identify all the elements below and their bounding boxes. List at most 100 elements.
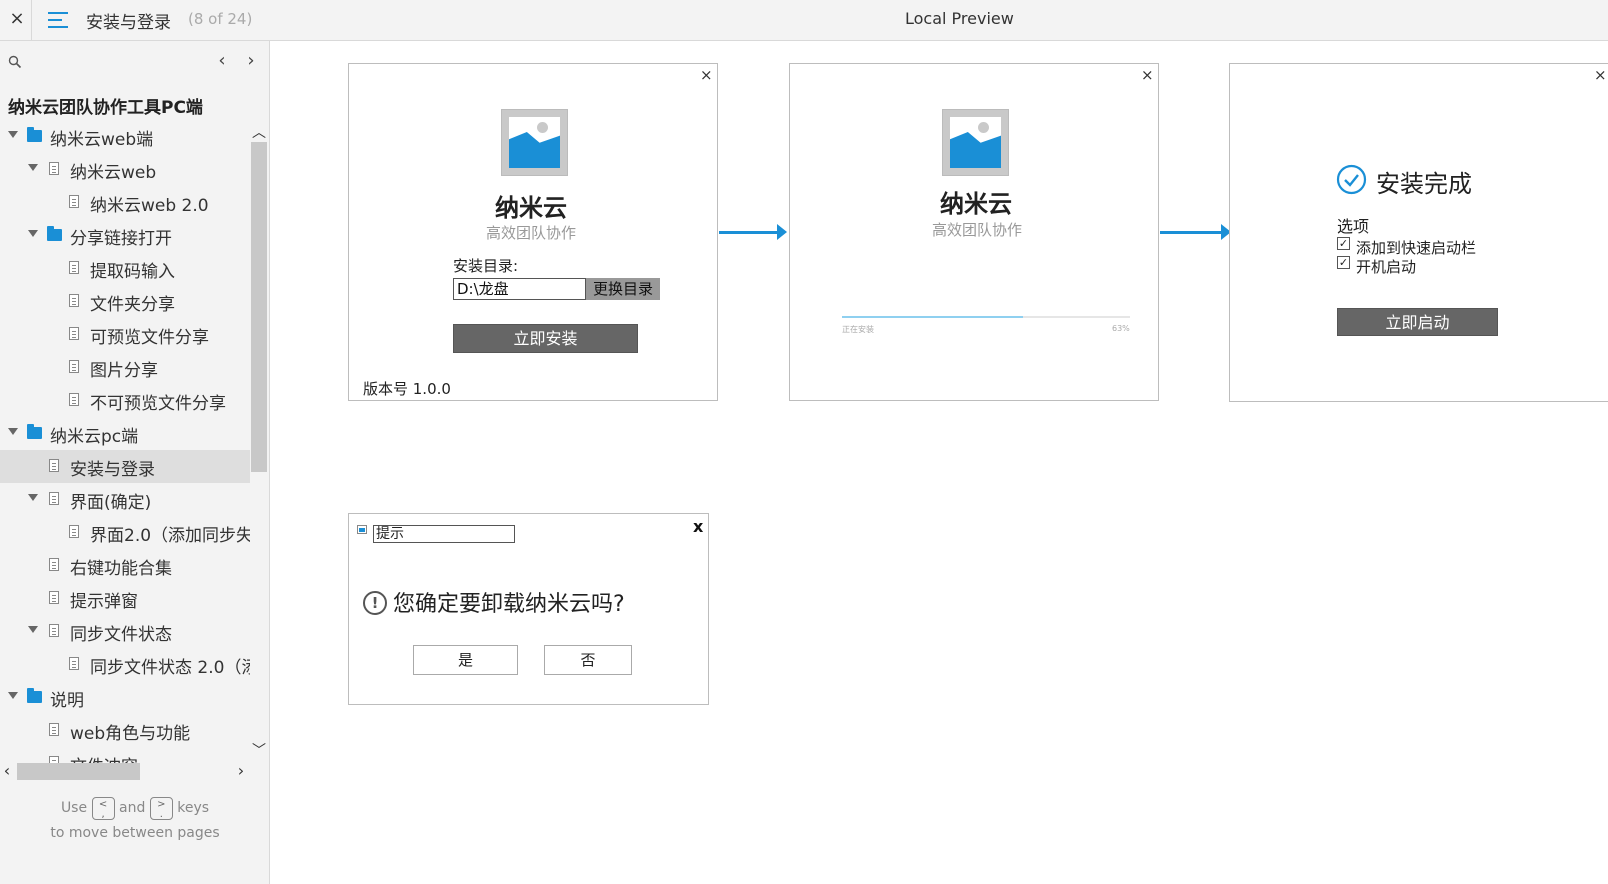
search-icon[interactable] — [8, 55, 22, 69]
page-icon — [49, 723, 59, 736]
tree-item-label: web角色与功能 — [70, 724, 191, 744]
page-title: 安装与登录 — [86, 13, 171, 33]
scroll-left-icon[interactable]: ‹ — [3, 761, 11, 780]
complete-dialog-close-icon[interactable]: × — [1594, 66, 1607, 84]
tree-item-3[interactable]: 分享链接打开 — [0, 219, 250, 252]
tree-item-2[interactable]: 纳米云web 2.0 — [0, 186, 250, 219]
prompt-close-icon[interactable]: x — [693, 517, 704, 536]
expand-caret-icon[interactable] — [28, 164, 38, 171]
horizontal-scroll-thumb[interactable] — [17, 763, 140, 780]
install-now-button[interactable]: 立即安装 — [453, 324, 638, 353]
tree-item-16[interactable]: 同步文件状态 2.0（添 — [0, 648, 250, 681]
folder-icon — [27, 424, 42, 439]
install-dialog-close-icon[interactable]: × — [700, 66, 713, 84]
install-dir-input[interactable]: D:\龙盘 — [453, 278, 586, 300]
install-complete-title: 安装完成 — [1376, 170, 1472, 198]
tree-item-15[interactable]: 同步文件状态 — [0, 615, 250, 648]
scroll-down-icon[interactable]: ﹀ — [252, 743, 266, 759]
install-dir-label: 安装目录: — [453, 257, 519, 275]
page-icon — [49, 591, 59, 604]
expand-caret-icon[interactable] — [28, 626, 38, 633]
tree-item-label: 纳米云web端 — [50, 130, 154, 150]
expand-caret-icon[interactable] — [8, 428, 18, 435]
page-icon — [49, 492, 59, 505]
prompt-title: 提示 — [373, 525, 515, 543]
keyboard-hint: Use < , and > . keys to move between pag… — [0, 796, 270, 846]
autostart-checkbox[interactable]: ✓ — [1337, 256, 1350, 269]
install-complete-dialog: × 安装完成 选项 ✓ 添加到快速启动栏 ✓ 开机启动 立即启动 — [1229, 63, 1608, 402]
yes-button[interactable]: 是 — [413, 645, 518, 675]
page-icon — [69, 327, 79, 340]
expand-caret-icon[interactable] — [28, 494, 38, 501]
tree-item-11[interactable]: 界面(确定) — [0, 483, 250, 516]
progress-dialog-close-icon[interactable]: × — [1141, 66, 1154, 84]
tree-item-label: 右键功能合集 — [70, 559, 172, 579]
tree-item-label: 同步文件状态 — [70, 625, 172, 645]
tree-item-label: 分享链接打开 — [70, 229, 172, 249]
options-label: 选项 — [1337, 217, 1370, 236]
tree-item-5[interactable]: 文件夹分享 — [0, 285, 250, 318]
close-preview-button[interactable]: × — [9, 8, 25, 29]
progress-brand: 纳米云 — [940, 190, 1012, 218]
tree-item-4[interactable]: 提取码输入 — [0, 252, 250, 285]
tree-item-13[interactable]: 右键功能合集 — [0, 549, 250, 582]
progress-percent: 63% — [1112, 324, 1130, 333]
scroll-up-icon[interactable]: ︿ — [252, 125, 266, 141]
tree-item-6[interactable]: 可预览文件分享 — [0, 318, 250, 351]
no-button[interactable]: 否 — [544, 645, 632, 675]
hamburger-menu-icon[interactable] — [48, 10, 68, 30]
page-icon — [69, 195, 79, 208]
flow-arrow-2 — [1160, 224, 1231, 240]
vertical-scroll-thumb[interactable] — [251, 142, 267, 472]
hint-and: and — [119, 800, 146, 816]
page-count: (8 of 24) — [188, 10, 253, 28]
folder-icon — [27, 127, 42, 142]
change-dir-button[interactable]: 更换目录 — [586, 278, 660, 300]
tree-item-label: 纳米云web — [70, 163, 157, 183]
folder-icon — [27, 688, 42, 703]
uninstall-prompt-dialog: 提示 x ! 您确定要卸载纳米云吗? 是 否 — [348, 513, 709, 705]
quick-launch-checkbox[interactable]: ✓ — [1337, 237, 1350, 250]
next-page-button[interactable]: › — [247, 50, 255, 71]
page-icon — [69, 525, 79, 538]
prompt-window-icon — [357, 525, 367, 534]
tree-item-label: 界面2.0（添加同步失 — [90, 526, 250, 546]
install-tagline: 高效团队协作 — [486, 224, 577, 242]
tree-item-1[interactable]: 纳米云web — [0, 153, 250, 186]
tree-item-label: 不可预览文件分享 — [90, 394, 226, 414]
project-title: 纳米云团队协作工具PC端 — [8, 98, 203, 118]
expand-caret-icon[interactable] — [8, 692, 18, 699]
progress-tagline: 高效团队协作 — [932, 221, 1023, 239]
page-icon — [49, 459, 59, 472]
flow-arrow-1 — [719, 224, 787, 240]
tree-item-17[interactable]: 说明 — [0, 681, 250, 714]
install-brand: 纳米云 — [495, 194, 567, 222]
vertical-scrollbar[interactable]: ︿ ﹀ — [250, 120, 268, 760]
tree-item-7[interactable]: 图片分享 — [0, 351, 250, 384]
page-icon — [69, 393, 79, 406]
tree-item-18[interactable]: web角色与功能 — [0, 714, 250, 747]
tree-item-0[interactable]: 纳米云web端 — [0, 120, 250, 153]
previous-page-button[interactable]: ‹ — [218, 50, 226, 71]
version-label: 版本号 1.0.0 — [363, 380, 451, 398]
quick-launch-label: 添加到快速启动栏 — [1356, 239, 1477, 257]
tree-item-9[interactable]: 纳米云pc端 — [0, 417, 250, 450]
horizontal-scrollbar[interactable]: ‹ › — [0, 760, 250, 782]
expand-caret-icon[interactable] — [8, 131, 18, 138]
page-icon — [69, 360, 79, 373]
expand-caret-icon[interactable] — [28, 230, 38, 237]
autostart-label: 开机启动 — [1356, 258, 1417, 276]
tree-item-label: 图片分享 — [90, 361, 158, 381]
tree-item-label: 纳米云web 2.0 — [90, 196, 209, 216]
tree-item-14[interactable]: 提示弹窗 — [0, 582, 250, 615]
tree-item-label: 提示弹窗 — [70, 592, 138, 612]
tree-item-label: 提取码输入 — [90, 262, 175, 282]
tree-item-label: 纳米云pc端 — [50, 427, 139, 447]
page-icon — [49, 162, 59, 175]
tree-item-12[interactable]: 界面2.0（添加同步失 — [0, 516, 250, 549]
scroll-right-icon[interactable]: › — [237, 761, 245, 780]
tree-item-10[interactable]: 安装与登录 — [0, 450, 250, 483]
launch-now-button[interactable]: 立即启动 — [1337, 308, 1498, 336]
tree-item-label: 说明 — [50, 691, 84, 711]
tree-item-8[interactable]: 不可预览文件分享 — [0, 384, 250, 417]
